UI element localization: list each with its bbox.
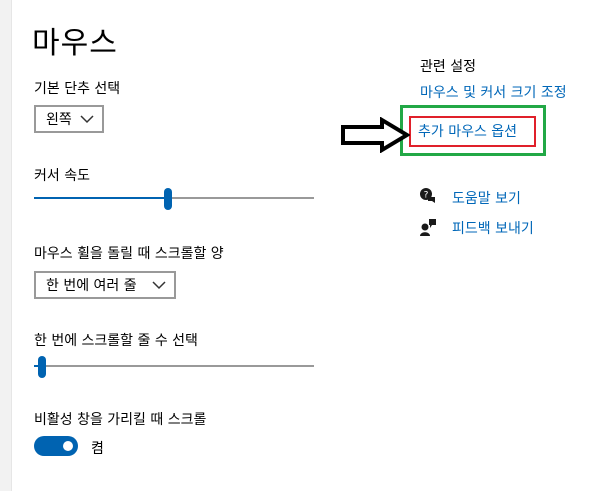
additional-mouse-options-link[interactable]: 추가 마우스 옵션 bbox=[418, 124, 518, 140]
page-title: 마우스 bbox=[32, 26, 118, 61]
inactive-scroll-label: 비활성 창을 가리킬 때 스크롤 bbox=[34, 412, 207, 428]
toggle-state-text: 켬 bbox=[91, 441, 104, 457]
cursor-speed-slider[interactable] bbox=[34, 188, 314, 210]
primary-button-value: 왼쪽 bbox=[46, 112, 72, 128]
lines-to-scroll-label: 한 번에 스크롤할 줄 수 선택 bbox=[34, 333, 198, 349]
toggle-knob bbox=[63, 441, 73, 451]
slider-fill bbox=[34, 197, 169, 199]
wheel-scroll-label: 마우스 휠을 돌릴 때 스크롤할 양 bbox=[34, 246, 224, 262]
slider-thumb[interactable] bbox=[38, 356, 47, 378]
highlight-red-box bbox=[409, 116, 536, 147]
primary-button-dropdown[interactable]: 왼쪽 bbox=[34, 105, 104, 133]
slider-track bbox=[34, 197, 314, 199]
slider-track bbox=[34, 365, 314, 367]
related-settings-title: 관련 설정 bbox=[420, 59, 476, 75]
send-feedback-link[interactable]: 피드백 보내기 bbox=[452, 221, 534, 237]
cursor-speed-label: 커서 속도 bbox=[34, 168, 90, 184]
inactive-scroll-toggle[interactable] bbox=[34, 436, 78, 456]
svg-text:?: ? bbox=[424, 191, 429, 201]
chevron-down-icon bbox=[152, 281, 166, 290]
chevron-down-icon bbox=[80, 115, 94, 124]
primary-button-label: 기본 단추 선택 bbox=[34, 81, 121, 97]
feedback-icon bbox=[420, 219, 436, 236]
help-icon: ? bbox=[420, 188, 435, 203]
lines-to-scroll-slider[interactable] bbox=[34, 356, 314, 378]
get-help-link[interactable]: 도움말 보기 bbox=[452, 191, 521, 207]
wheel-scroll-value: 한 번에 여러 줄 bbox=[46, 278, 137, 294]
arrow-right-icon bbox=[341, 117, 410, 153]
slider-thumb[interactable] bbox=[164, 188, 173, 210]
slider-fill bbox=[34, 365, 43, 367]
resize-mouse-cursor-link[interactable]: 마우스 및 커서 크기 조정 bbox=[420, 85, 567, 101]
window-left-edge bbox=[0, 0, 12, 491]
wheel-scroll-dropdown[interactable]: 한 번에 여러 줄 bbox=[34, 271, 176, 299]
